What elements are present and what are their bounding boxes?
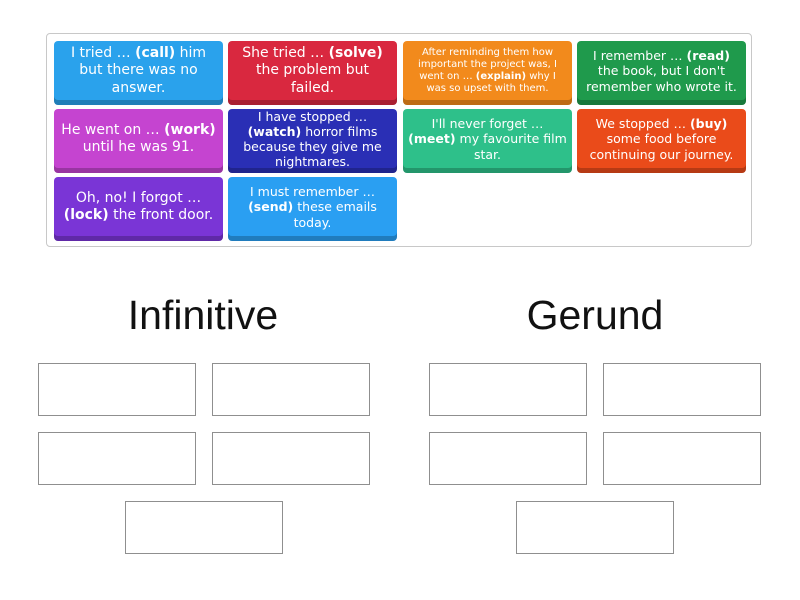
infinitive-slot-2[interactable] — [212, 363, 370, 416]
card-tried-solve[interactable]: She tried … (solve) the problem but fail… — [228, 41, 397, 105]
card-never-forget-meet[interactable]: I'll never forget … (meet) my favourite … — [403, 109, 572, 173]
infinitive-slot-3[interactable] — [38, 432, 196, 485]
card-forgot-lock[interactable]: Oh, no! I forgot … (lock) the front door… — [54, 177, 223, 241]
infinitive-slot-5[interactable] — [125, 501, 283, 554]
gerund-slot-1[interactable] — [429, 363, 587, 416]
card-stopped-watch[interactable]: I have stopped … (watch) horror films be… — [228, 109, 397, 173]
card-tried-call[interactable]: I tried … (call) him but there was no an… — [54, 41, 223, 105]
infinitive-slot-4[interactable] — [212, 432, 370, 485]
infinitive-heading: Infinitive — [127, 292, 279, 338]
card-remember-send[interactable]: I must remember … (send) these emails to… — [228, 177, 397, 241]
card-remember-read[interactable]: I remember … (read) the book, but I don'… — [577, 41, 746, 105]
gerund-heading: Gerund — [526, 292, 664, 338]
infinitive-slot-1[interactable] — [38, 363, 196, 416]
card-went-on-work[interactable]: He went on … (work) until he was 91. — [54, 109, 223, 173]
card-went-on-explain[interactable]: After reminding them how important the p… — [403, 41, 572, 105]
gerund-slot-2[interactable] — [603, 363, 761, 416]
gerund-slot-5[interactable] — [516, 501, 674, 554]
card-stopped-buy[interactable]: We stopped … (buy) some food before cont… — [577, 109, 746, 173]
gerund-slot-3[interactable] — [429, 432, 587, 485]
gerund-slot-4[interactable] — [603, 432, 761, 485]
